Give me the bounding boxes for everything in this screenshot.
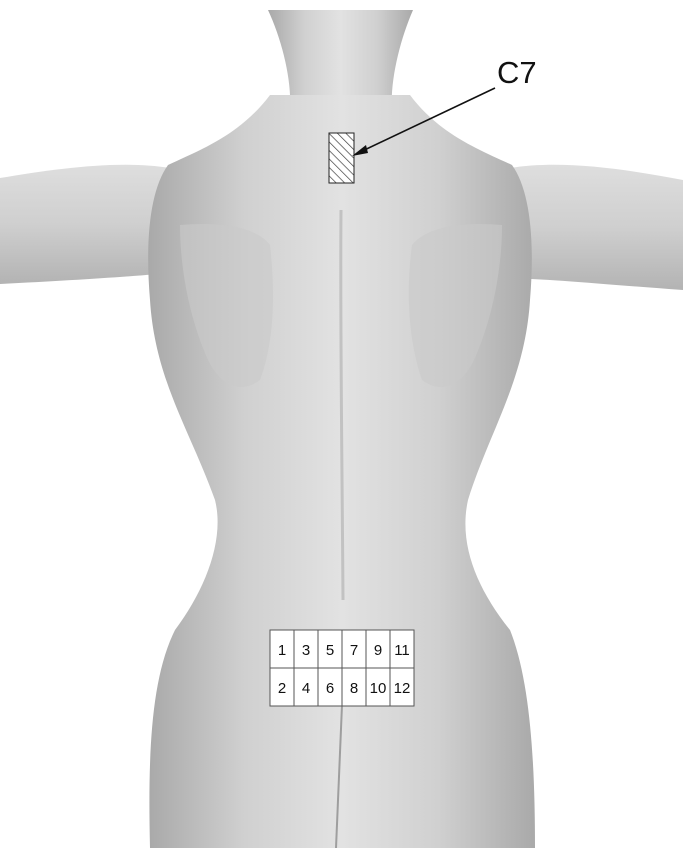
grid-cell-number: 1: [278, 642, 286, 659]
grid-cell-number: 9: [374, 642, 382, 659]
grid-cell-number: 11: [394, 642, 410, 659]
grid-cell-number: 2: [278, 680, 286, 697]
grid-cell-number: 8: [350, 680, 358, 697]
grid-cell-number: 10: [370, 680, 387, 697]
grid-cell-number: 12: [394, 680, 411, 697]
c7-hatched-region: [329, 133, 354, 183]
numbered-grid: 1 3 5 7 9 11 2 4 6 8 10 12: [270, 630, 414, 706]
grid-cell-number: 7: [350, 642, 358, 659]
grid-cell-number: 4: [302, 680, 310, 697]
grid-cell-number: 5: [326, 642, 334, 659]
c7-label: C7: [497, 55, 537, 90]
grid-cell-number: 3: [302, 642, 310, 659]
grid-cell-number: 6: [326, 680, 334, 697]
